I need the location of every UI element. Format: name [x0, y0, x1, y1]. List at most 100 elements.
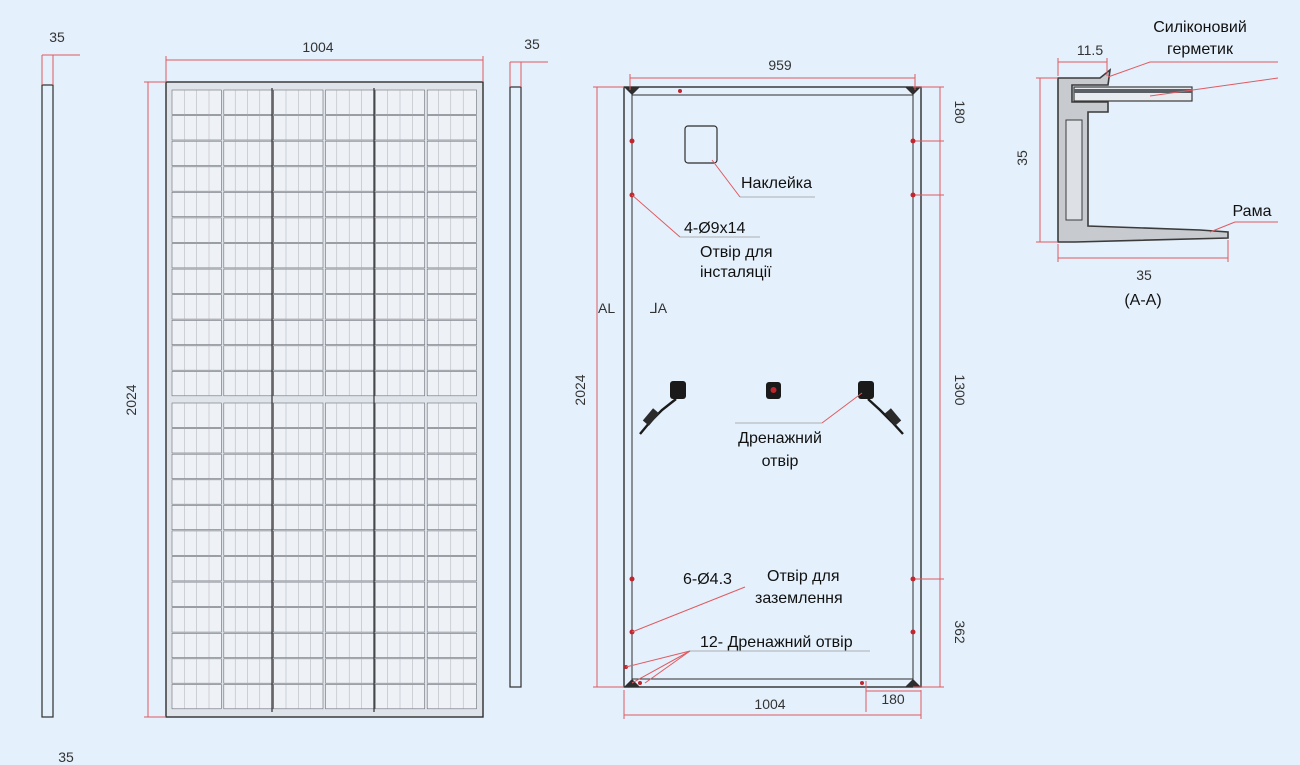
solar-cell: [223, 166, 274, 192]
solar-cell: [426, 166, 477, 192]
solar-cell: [223, 371, 274, 397]
mount-hole-label-1: Отвір для: [700, 244, 773, 261]
solar-cell: [325, 504, 376, 530]
solar-cell: [426, 479, 477, 505]
solar-cell: [325, 217, 376, 243]
right-side-thickness: 35: [524, 36, 540, 52]
sealant-label-1: Силіконовий: [1153, 19, 1247, 36]
solar-cell: [325, 556, 376, 582]
section-view: 11.5 35 35 (A-A) Силіконовий герметик Ра…: [1014, 19, 1279, 309]
back-middle-segment-dimension: 1300: [952, 374, 968, 405]
ground-hole-spec: 6-Ø4.3: [683, 571, 732, 588]
solar-cell: [426, 345, 477, 371]
back-view: 959 1004 180 2024 180 1300 362 AL ⅃A Нак…: [572, 57, 968, 719]
solar-cell: [223, 632, 274, 658]
back-frame-inner: [631, 94, 914, 680]
solar-cell: [223, 402, 274, 428]
solar-cell: [223, 530, 274, 556]
solar-cell: [223, 345, 274, 371]
solar-cell: [223, 556, 274, 582]
section-bottom-width-dimension: 35: [1136, 267, 1152, 283]
back-height-dimension: 2024: [572, 374, 588, 405]
section-frame-profile: [1057, 68, 1229, 243]
solar-cell: [426, 428, 477, 454]
solar-cell: [223, 453, 274, 479]
solar-cell: [426, 115, 477, 141]
solar-cell: [223, 115, 274, 141]
solar-cell: [426, 89, 477, 115]
sticker-box: [684, 125, 718, 164]
solar-cell: [325, 140, 376, 166]
solar-cell: [426, 607, 477, 633]
solar-cell: [426, 658, 477, 684]
solar-cell: [426, 684, 477, 710]
solar-cell: [426, 530, 477, 556]
solar-cell: [223, 504, 274, 530]
solar-cell: [325, 530, 376, 556]
front-cell-grid: [171, 88, 477, 712]
solar-cell: [426, 243, 477, 269]
solar-cell: [223, 192, 274, 218]
solar-cell: [325, 294, 376, 320]
solar-cell: [426, 217, 477, 243]
solar-cell: [426, 192, 477, 218]
back-corner-segment-dimension: 180: [881, 691, 905, 707]
back-top-width-dimension: 959: [768, 57, 792, 73]
solar-cell: [223, 89, 274, 115]
front-height-dimension: 2024: [123, 384, 139, 415]
left-side-thickness-bottom: 35: [58, 749, 74, 765]
solar-cell: [426, 371, 477, 397]
back-top-segment-dimension: 180: [952, 100, 968, 124]
drain-hole-label-1: Дренажний: [738, 430, 822, 447]
solar-cell: [426, 402, 477, 428]
mount-hole-spec: 4-Ø9x14: [684, 220, 745, 237]
solar-cell: [223, 319, 274, 345]
solar-cell: [325, 632, 376, 658]
sealant-label-2: герметик: [1167, 41, 1234, 58]
solar-cell: [325, 319, 376, 345]
back-lower-segment-dimension: 362: [952, 620, 968, 644]
back-label-right: ⅃A: [650, 300, 668, 316]
drain-count-label: 12- Дренажний отвір: [700, 634, 853, 651]
drain-hole-label-2: отвір: [762, 453, 799, 470]
solar-cell: [426, 504, 477, 530]
section-height-dimension: 35: [1014, 150, 1030, 166]
solar-cell: [426, 632, 477, 658]
junction-box-left: [639, 381, 686, 435]
solar-cell: [223, 607, 274, 633]
solar-cell: [223, 581, 274, 607]
mount-hole-label-2: інсталяції: [700, 264, 772, 281]
ground-hole-label-2: заземлення: [755, 590, 843, 607]
left-side-view: 35 35: [41, 29, 80, 765]
back-frame-outer: [623, 86, 922, 688]
solar-cell: [325, 192, 376, 218]
solar-cell: [426, 268, 477, 294]
solar-cell: [325, 345, 376, 371]
front-width-dimension: 1004: [302, 39, 333, 55]
back-bottom-width-dimension: 1004: [754, 696, 785, 712]
solar-cell: [426, 294, 477, 320]
solar-cell: [325, 89, 376, 115]
back-label-left: AL: [598, 300, 615, 316]
solar-cell: [325, 684, 376, 710]
solar-cell: [325, 166, 376, 192]
solar-cell: [325, 268, 376, 294]
solar-cell: [325, 607, 376, 633]
solar-cell: [325, 453, 376, 479]
solar-cell: [325, 658, 376, 684]
right-side-profile: [509, 86, 522, 688]
solar-cell: [325, 115, 376, 141]
junction-box-center: [766, 382, 781, 399]
solar-cell: [223, 479, 274, 505]
solar-cell: [223, 294, 274, 320]
solar-cell: [325, 243, 376, 269]
junction-box-right: [858, 381, 904, 435]
solar-cell: [223, 428, 274, 454]
solar-cell: [426, 140, 477, 166]
front-view: 1004 2024: [123, 39, 484, 718]
section-top-width-dimension: 11.5: [1077, 42, 1103, 58]
sticker-label: Наклейка: [741, 175, 812, 192]
solar-cell: [426, 556, 477, 582]
solar-cell: [426, 319, 477, 345]
